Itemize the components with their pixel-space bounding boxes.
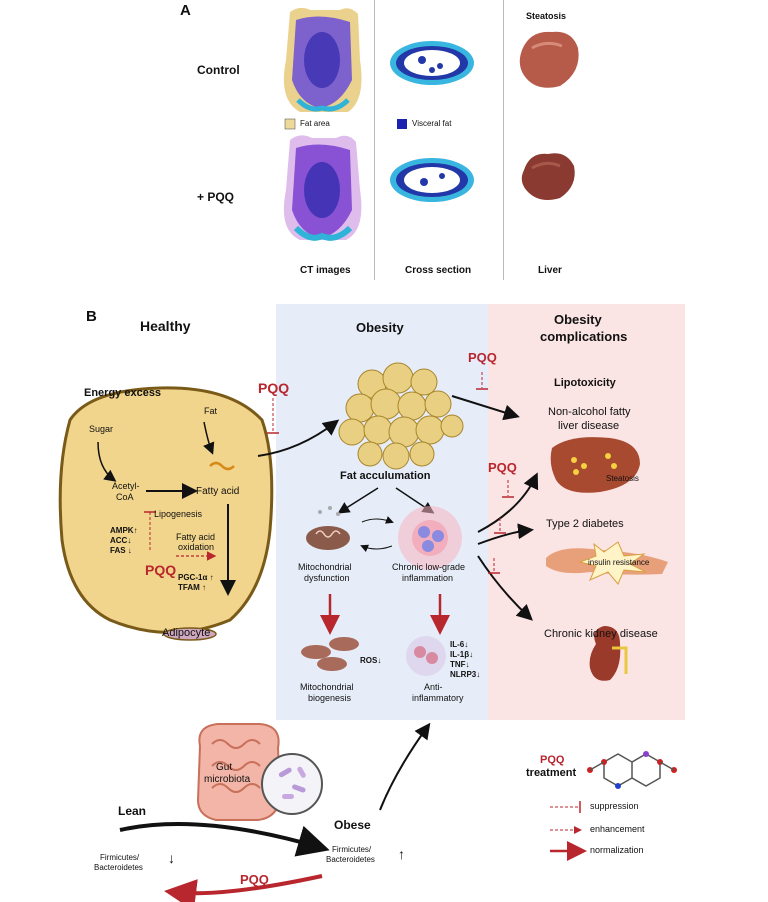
marker-acc: ACC↓ [110, 536, 132, 545]
panel-b: B Healthy Obesity Obesity complications … [0, 300, 768, 902]
nafld-1: Non-alcohol fatty [548, 406, 631, 418]
cytokine-il6: IL-6↓ [450, 640, 469, 649]
healthy-title: Healthy [140, 318, 191, 334]
row-label-control: Control [197, 63, 240, 77]
acetyl-coa-1: Acetyl- [112, 481, 140, 491]
steatosis-header: Steatosis [526, 11, 567, 21]
arrow-up-obese: ↑ [398, 846, 405, 862]
divider [503, 0, 504, 280]
nafld-2: liver disease [558, 420, 620, 432]
legend-normalization: normalization [590, 845, 644, 855]
fat-label: Fat [204, 406, 218, 416]
divider [374, 0, 375, 280]
lean-label: Lean [118, 804, 147, 818]
legend-suppression: suppression [590, 801, 639, 811]
panel-b-label: B [86, 308, 97, 325]
fa-oxidation-1: Fatty acid [176, 532, 216, 542]
legend-fat-area: Fat area [300, 119, 330, 128]
anti-inflammatory-2: inflammatory [412, 693, 464, 703]
liver-control-shape [519, 31, 579, 88]
marker-fas: FAS ↓ [110, 546, 132, 555]
pqq-adipocyte: PQQ [145, 562, 177, 578]
inflammation-2: inflammation [402, 573, 454, 583]
cytokine-nlrp3: NLRP3↓ [450, 670, 481, 679]
row-label-pqq: + PQQ [197, 190, 235, 204]
pqq-treatment-1: PQQ [540, 754, 565, 766]
mito-dysfunction-2: dysfunction [304, 573, 350, 583]
mito-dysfunction-1: Mitochondrial [298, 562, 352, 572]
complications-title-1: Obesity [554, 312, 602, 327]
firmicutes-obese-2: Bacteroidetes [326, 855, 375, 864]
t2d-label: Type 2 diabetes [546, 518, 624, 530]
legend-enhancement: enhancement [590, 824, 645, 834]
pqq-molecule [587, 751, 677, 789]
gut-microbiota-2: microbiota [204, 774, 251, 785]
ros-label: ROS↓ [360, 656, 382, 665]
ckd-label: Chronic kidney disease [544, 628, 658, 640]
cross-section-control-shape [390, 41, 474, 85]
panel-a: A Control + PQQ Steatosis [0, 0, 768, 290]
gut-microbiota-1: Gut [216, 762, 233, 773]
complications-title-2: complications [540, 329, 628, 344]
arrow-down-lean: ↓ [168, 850, 175, 866]
steatosis-label: Steatosis [606, 474, 639, 483]
firmicutes-lean-2: Bacteroidetes [94, 863, 143, 872]
obesity-title: Obesity [356, 320, 404, 335]
firmicutes-obese-1: Firmicutes/ [332, 845, 372, 854]
pqq-label-top: PQQ [258, 380, 290, 396]
legend-visceral-fat: Visceral fat [412, 119, 452, 128]
sugar-label: Sugar [89, 424, 114, 434]
lipogenesis-label: Lipogenesis [154, 509, 203, 519]
col-label-cross: Cross section [405, 265, 472, 276]
pqq-gut: PQQ [240, 872, 269, 887]
anti-inflammatory-1: Anti- [424, 682, 443, 692]
ct-image-pqq-shape [283, 135, 362, 241]
fatty-acid-label: Fatty acid [196, 486, 240, 497]
marker-pgc: PGC-1α ↑ [178, 573, 214, 582]
firmicutes-lean-1: Firmicutes/ [100, 853, 140, 862]
pqq-label-complications-1: PQQ [468, 350, 497, 365]
col-label-ct: CT images [300, 265, 351, 276]
acetyl-coa-2: CoA [116, 492, 134, 502]
panel-a-label: A [180, 2, 191, 19]
adipocyte-label: Adipocyte [162, 627, 211, 639]
insulin-resistance: insulin resistance [588, 558, 650, 567]
ct-image-control-shape [283, 7, 362, 113]
mito-biogenesis-2: biogenesis [308, 693, 352, 703]
cytokine-il1b: IL-1β↓ [450, 650, 474, 659]
mito-biogenesis-1: Mitochondrial [300, 682, 354, 692]
liver-pqq-shape [521, 153, 575, 200]
marker-tfam: TFAM ↑ [178, 583, 206, 592]
marker-ampk: AMPK↑ [110, 526, 138, 535]
fa-oxidation-2: oxidation [178, 542, 215, 552]
lipotoxicity-label: Lipotoxicity [554, 377, 616, 389]
cytokine-tnf: TNF↓ [450, 660, 470, 669]
cross-section-pqq-shape [390, 158, 474, 202]
obese-label: Obese [334, 818, 371, 832]
ct-image-control [283, 7, 579, 241]
col-label-liver: Liver [538, 265, 562, 276]
energy-excess: Energy excess [84, 387, 162, 399]
pqq-label-complications-2: PQQ [488, 460, 517, 475]
fat-accumulation: Fat acculumation [340, 470, 431, 482]
complications-zone [488, 304, 685, 720]
inflammation-1: Chronic low-grade [392, 562, 466, 572]
pqq-treatment-2: treatment [526, 767, 577, 779]
